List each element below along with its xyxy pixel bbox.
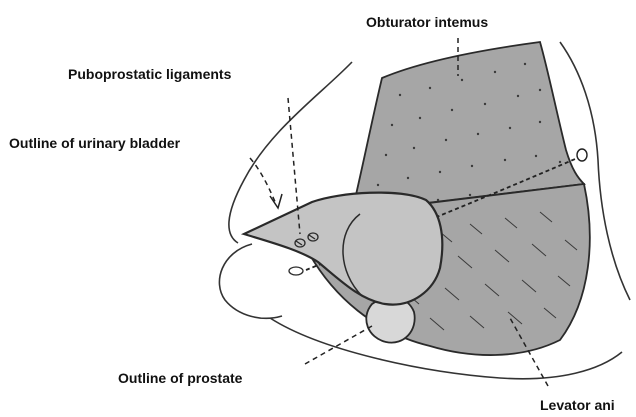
label-urinary-bladder: Outline of urinary bladder xyxy=(9,136,180,150)
ischial-spine-marker xyxy=(577,149,587,161)
pubic-bone-outline xyxy=(219,244,282,318)
label-puboprostatic-ligaments: Puboprostatic ligaments xyxy=(68,67,231,81)
obturator-internus-muscle xyxy=(352,42,584,212)
label-levator-ani: Levator ani xyxy=(540,398,615,412)
bladder-leader-arrowhead xyxy=(270,194,282,208)
label-prostate: Outline of prostate xyxy=(118,371,242,385)
label-obturator-internus: Obturator intemus xyxy=(366,15,488,29)
leader-bladder xyxy=(250,158,276,204)
pubic-symphysis-notch xyxy=(289,267,303,275)
leader-prostate xyxy=(305,326,372,364)
